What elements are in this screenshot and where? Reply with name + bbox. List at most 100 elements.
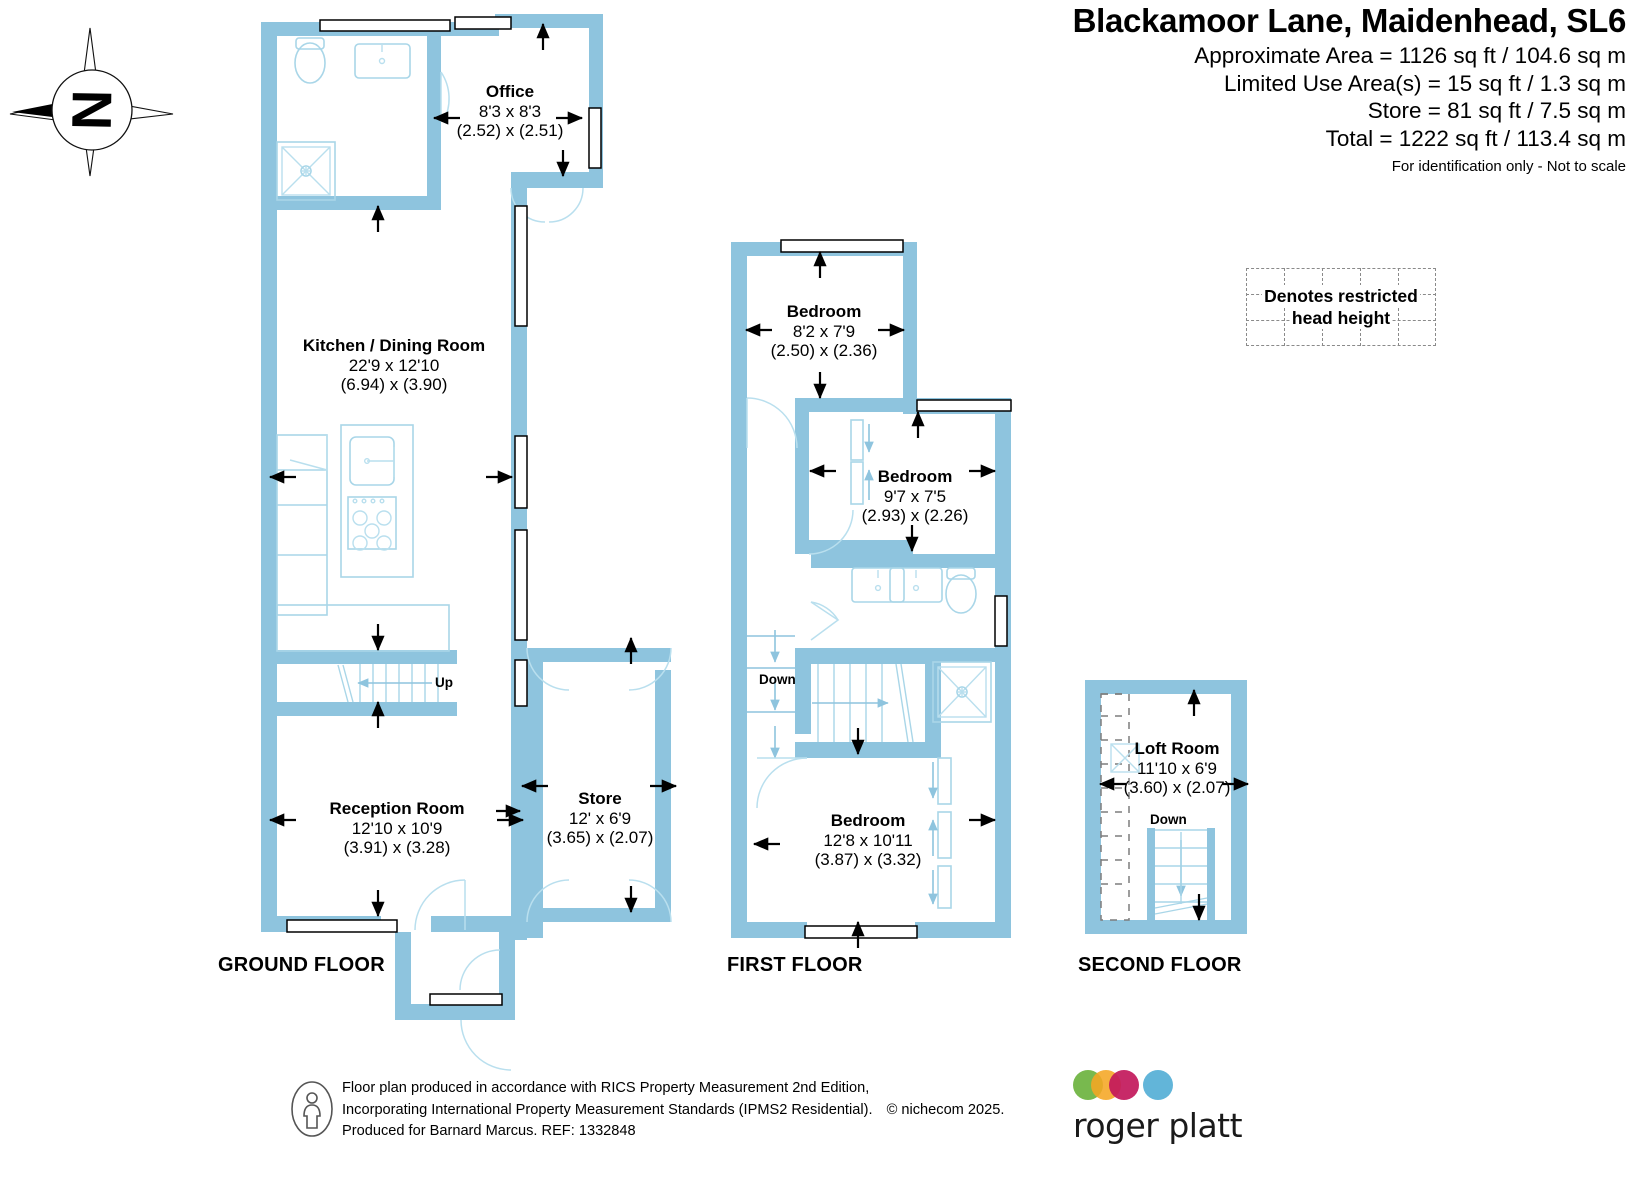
room-dim-metric: (3.87) x (3.32) bbox=[814, 850, 922, 870]
floor-label-ground: GROUND FLOOR bbox=[218, 954, 385, 976]
header-block: Blackamoor Lane, Maidenhead, SL6 Approxi… bbox=[846, 0, 1627, 178]
toilet-icon bbox=[945, 574, 977, 614]
room-label-bedroom-3: Bedroom 12'8 x 10'11 (3.87) x (3.32) bbox=[796, 811, 940, 870]
wardrobe-door bbox=[928, 757, 952, 805]
room-name: Bedroom bbox=[786, 302, 862, 321]
sink-icon bbox=[354, 43, 411, 79]
first-bathroom-fixtures bbox=[810, 567, 992, 723]
logo-dot-3 bbox=[1109, 1070, 1139, 1100]
room-dim-metric: (2.50) x (2.36) bbox=[770, 341, 878, 361]
room-name: Office bbox=[485, 82, 535, 101]
window bbox=[514, 659, 528, 707]
ground-floor-walls bbox=[261, 14, 671, 1020]
window bbox=[588, 107, 602, 169]
room-dim-imperial: 8'3 x 8'3 bbox=[478, 101, 542, 121]
ground-hall-detail bbox=[514, 205, 528, 641]
logo-dot-4 bbox=[1143, 1070, 1173, 1100]
room-name: Store bbox=[578, 789, 622, 808]
room-dim-metric: (3.60) x (2.07) bbox=[1123, 778, 1231, 798]
room-dim-imperial: 22'9 x 12'10 bbox=[348, 355, 440, 375]
legend-text: Denotes restricted head height bbox=[1246, 268, 1436, 346]
ground-floor-plan bbox=[261, 14, 678, 1071]
footer-copyright: © nichecom 2025. bbox=[886, 1101, 1005, 1118]
room-dim-imperial: 11'10 x 6'9 bbox=[1137, 758, 1217, 778]
room-name: Loft Room bbox=[1134, 739, 1220, 758]
first-landing-detail bbox=[747, 630, 795, 759]
brand-logo-dots bbox=[1073, 1070, 1273, 1104]
first-floor-doors bbox=[746, 397, 854, 809]
kitchen-units bbox=[276, 424, 450, 652]
room-dim-metric: (2.52) x (2.51) bbox=[456, 121, 564, 141]
second-floor-walls bbox=[1085, 680, 1247, 934]
brand-logo: roger platt bbox=[1073, 1070, 1273, 1156]
room-dim-imperial: 12'8 x 10'11 bbox=[823, 830, 913, 850]
restricted-head-height-legend: Denotes restricted head height bbox=[1246, 268, 1436, 346]
hob-icon bbox=[347, 496, 397, 551]
room-dim-metric: (3.91) x (3.28) bbox=[343, 838, 451, 858]
sink-icon bbox=[349, 436, 395, 486]
footer-disclaimer: Floor plan produced in accordance with R… bbox=[342, 1078, 1004, 1143]
window bbox=[804, 925, 918, 939]
second-dimension-arrows bbox=[1098, 688, 1250, 922]
second-floor-plan bbox=[1085, 680, 1250, 934]
ground-dimension-arrows bbox=[268, 22, 678, 918]
stair-label-up: Up bbox=[435, 675, 453, 690]
area-line-limited-use: Limited Use Area(s) = 15 sq ft / 1.3 sq … bbox=[1223, 70, 1626, 96]
area-line-store: Store = 81 sq ft / 7.5 sq m bbox=[1367, 98, 1626, 123]
scale-disclaimer: For identification only - Not to scale bbox=[1391, 158, 1626, 175]
room-label-bedroom-2: Bedroom 9'7 x 7'5 (2.93) x (2.26) bbox=[853, 467, 977, 526]
compass-label: N bbox=[60, 89, 124, 131]
room-name: Reception Room bbox=[329, 799, 465, 818]
accessibility-person-icon bbox=[290, 1080, 334, 1138]
window bbox=[780, 239, 904, 253]
ground-floor-doors bbox=[414, 187, 672, 1071]
window bbox=[994, 595, 1008, 647]
legend-line-1: Denotes restricted bbox=[1262, 285, 1420, 307]
window bbox=[286, 919, 398, 933]
area-line-total: Total = 1222 sq ft / 113.4 sq m bbox=[1325, 125, 1626, 151]
window bbox=[454, 16, 512, 30]
window bbox=[319, 19, 451, 32]
stair-label-down-second: Down bbox=[1150, 812, 1187, 827]
room-label-loft: Loft Room 11'10 x 6'9 (3.60) x (2.07) bbox=[1093, 739, 1261, 798]
compass-dial bbox=[51, 69, 133, 151]
room-name: Kitchen / Dining Room bbox=[302, 336, 486, 355]
area-line-approximate: Approximate Area = 1126 sq ft / 104.6 sq… bbox=[1194, 43, 1626, 68]
floor-label-first: FIRST FLOOR bbox=[727, 954, 863, 976]
room-label-office: Office 8'3 x 8'3 (2.52) x (2.51) bbox=[448, 82, 572, 141]
room-name: Bedroom bbox=[830, 811, 906, 830]
floor-label-second: SECOND FLOOR bbox=[1078, 954, 1242, 976]
sink-icon bbox=[851, 567, 905, 603]
second-staircase bbox=[1147, 828, 1215, 920]
room-dim-imperial: 8'2 x 7'9 bbox=[792, 321, 856, 341]
page-title: Blackamoor Lane, Maidenhead, SL6 bbox=[1072, 2, 1627, 39]
room-dim-imperial: 12' x 6'9 bbox=[568, 808, 632, 828]
room-dim-metric: (6.94) x (3.90) bbox=[340, 375, 448, 395]
footer-line-1: Floor plan produced in accordance with R… bbox=[342, 1080, 870, 1096]
room-label-store: Store 12' x 6'9 (3.65) x (2.07) bbox=[528, 789, 672, 848]
room-dim-imperial: 12'10 x 10'9 bbox=[351, 818, 443, 838]
room-label-reception: Reception Room 12'10 x 10'9 (3.91) x (3.… bbox=[297, 799, 497, 858]
shower-icon bbox=[932, 661, 992, 723]
room-dim-metric: (2.93) x (2.26) bbox=[861, 506, 969, 526]
sink-icon bbox=[889, 567, 943, 603]
legend-line-2: head height bbox=[1289, 307, 1393, 329]
kitchen-island bbox=[340, 424, 414, 578]
wardrobe-door bbox=[850, 419, 874, 461]
compass-rose: N bbox=[8, 26, 178, 186]
ground-staircase bbox=[337, 664, 439, 703]
room-name: Bedroom bbox=[877, 467, 953, 486]
restricted-head-height-area bbox=[1100, 693, 1130, 921]
room-dim-imperial: 9'7 x 7'5 bbox=[883, 486, 947, 506]
window bbox=[916, 399, 1012, 412]
window bbox=[429, 993, 503, 1006]
footer-line-3: Produced for Barnard Marcus. REF: 133284… bbox=[342, 1123, 636, 1139]
room-label-bedroom-1: Bedroom 8'2 x 7'9 (2.50) x (2.36) bbox=[762, 302, 886, 361]
first-staircase bbox=[747, 630, 914, 759]
footer-line-2: Incorporating International Property Mea… bbox=[342, 1101, 873, 1118]
room-label-kitchen-dining: Kitchen / Dining Room 22'9 x 12'10 (6.94… bbox=[280, 336, 508, 395]
shower-icon bbox=[276, 141, 336, 201]
room-dim-metric: (3.65) x (2.07) bbox=[546, 828, 654, 848]
toilet-icon bbox=[294, 42, 326, 84]
wardrobe-door bbox=[928, 865, 952, 909]
